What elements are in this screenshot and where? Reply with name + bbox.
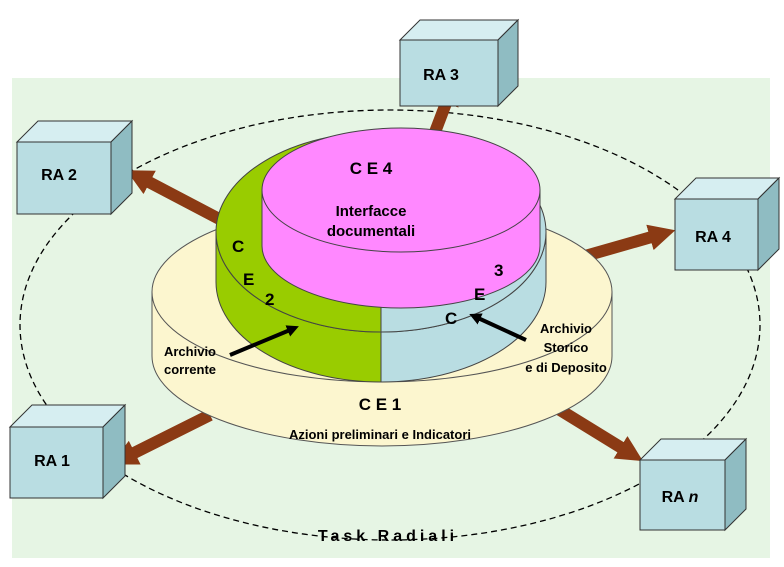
arrow-to-ra2 (126, 170, 228, 228)
ra3-box: RA 3 (398, 18, 520, 108)
ce2-letter-c: C (232, 237, 244, 256)
ring-label: Task Radiali (318, 528, 458, 545)
archive-current-line2: corrente (164, 362, 216, 377)
ce2-letter-2: 2 (265, 290, 274, 309)
arrow-to-ran (556, 404, 643, 462)
archive-historic-line2: Storico (544, 340, 589, 355)
ce4-subtitle-2: documentali (327, 223, 415, 240)
ce3-letter-c: C (445, 309, 457, 328)
ra2-box: RA 2 (15, 119, 134, 216)
task-radiali-ring (19, 109, 761, 541)
ran-label-prefix: RA (662, 489, 689, 506)
ra4-label: RA 4 (695, 229, 731, 246)
ce4-title: C E 4 (350, 159, 393, 178)
ran-label: RA n (662, 489, 699, 506)
ce1-subtitle: Azioni preliminari e Indicatori (289, 427, 471, 442)
ce3-letter-3: 3 (494, 261, 503, 280)
ra1-box: RA 1 (8, 403, 127, 500)
ce4-subtitle-1: Interfacce (336, 203, 407, 220)
ce1-title: C E 1 (359, 395, 402, 414)
ran-box: RA n (638, 437, 748, 532)
archive-historic-arrow (469, 313, 527, 342)
archive-current-line1: Archivio (164, 344, 216, 359)
ra3-label: RA 3 (423, 67, 459, 84)
arrow-to-ra1 (111, 409, 213, 465)
ra2-label: RA 2 (41, 167, 77, 184)
ran-label-n: n (689, 489, 699, 506)
ce4-disk (261, 127, 541, 309)
arrow-to-ra4 (583, 224, 676, 262)
archive-historic-line1: Archivio (540, 321, 592, 336)
archive-historic-line3: e di Deposito (525, 360, 607, 375)
ra4-box: RA 4 (673, 176, 781, 272)
ce2-letter-e: E (243, 270, 254, 289)
ra1-label: RA 1 (34, 453, 70, 470)
ce3-letter-e: E (474, 285, 485, 304)
archive-current-arrow (229, 325, 299, 357)
